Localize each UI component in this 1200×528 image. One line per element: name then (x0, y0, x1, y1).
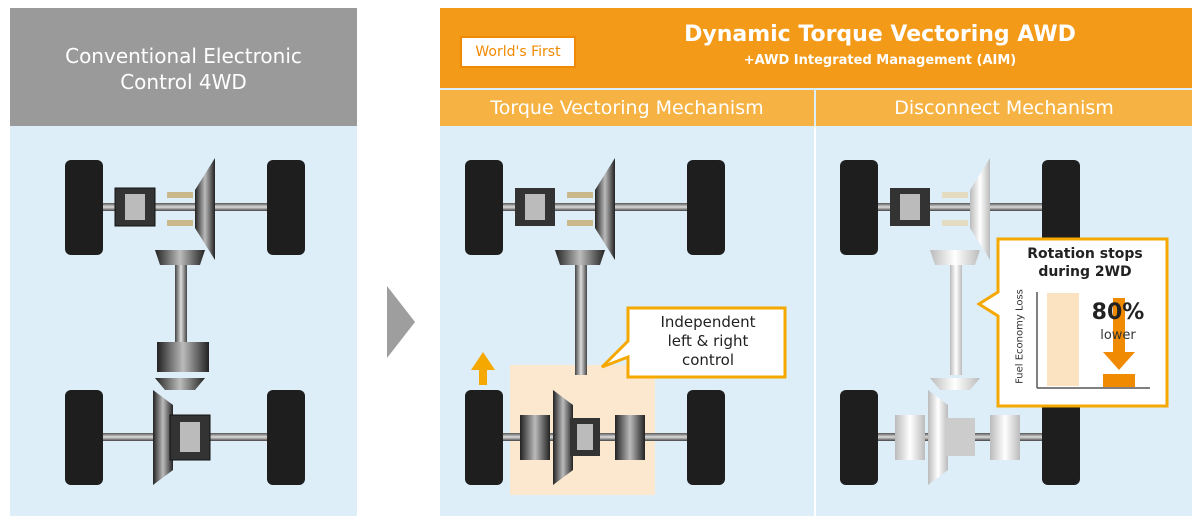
sub-header-disconnect: Disconnect Mechanism (816, 90, 1192, 126)
right-clutch (615, 415, 645, 460)
disconnected-shaft (950, 265, 962, 375)
panel-divider (814, 126, 816, 516)
independent-line1: Independent (660, 313, 756, 331)
propeller-shaft (175, 265, 187, 345)
front-axle (95, 203, 275, 211)
independent-callout-text: Independent left & right control (628, 313, 788, 370)
front-right-tire (267, 160, 305, 255)
rear-right-tire (1042, 390, 1080, 485)
torque-vectoring-diagram (465, 158, 725, 495)
front-right-tire (1042, 160, 1080, 255)
front-left-tire (465, 160, 503, 255)
main-title: Dynamic Torque Vectoring AWD (684, 22, 1076, 47)
independent-line2: left & right (667, 332, 749, 350)
rear-left-tire (65, 390, 103, 485)
independent-line3: control (682, 351, 734, 369)
front-bevel-gear (195, 158, 215, 260)
disconnect-diagram (840, 158, 1080, 485)
sub-header-torque-vectoring: Torque Vectoring Mechanism (440, 90, 814, 126)
next-arrow-icon (387, 286, 415, 358)
rear-left-tire (465, 390, 503, 485)
lower-down-arrow-icon (1103, 298, 1135, 370)
rear-right-tire (687, 390, 725, 485)
lower-label: lower (1100, 328, 1136, 343)
coupling (157, 342, 209, 372)
percent-value: 80% (1091, 300, 1145, 325)
front-left-tire (65, 160, 103, 255)
front-right-tire (687, 160, 725, 255)
torque-vectoring-header: World's First Dynamic Torque Vectoring A… (440, 8, 1192, 88)
loss-bar-after (1103, 374, 1135, 387)
worlds-first-badge: World's First (460, 36, 576, 68)
fuel-loss-axis-label: Fuel Economy Loss (1014, 289, 1026, 384)
front-left-tire (840, 160, 878, 255)
conventional-drivetrain-diagram (65, 158, 305, 485)
independent-callout-bubble (600, 306, 787, 379)
transfer-gear (155, 250, 205, 265)
rear-right-tire (267, 390, 305, 485)
conventional-title-line1: Conventional Electronic (65, 44, 302, 68)
main-subtitle: +AWD Integrated Management (AIM) (743, 53, 1017, 68)
rotation-title-line1: Rotation stops (1027, 246, 1143, 262)
left-clutch (520, 415, 550, 460)
rear-left-tire (840, 390, 878, 485)
rotation-callout-bubble (976, 237, 1169, 408)
torque-up-arrow-icon (471, 352, 495, 385)
rear-bevel-gear (153, 390, 173, 485)
conventional-title-line2: Control 4WD (120, 70, 247, 94)
rotation-title-line2: during 2WD (1038, 264, 1132, 280)
loss-bar-before (1047, 293, 1079, 386)
conventional-header: Conventional Electronic Control 4WD (10, 8, 357, 126)
